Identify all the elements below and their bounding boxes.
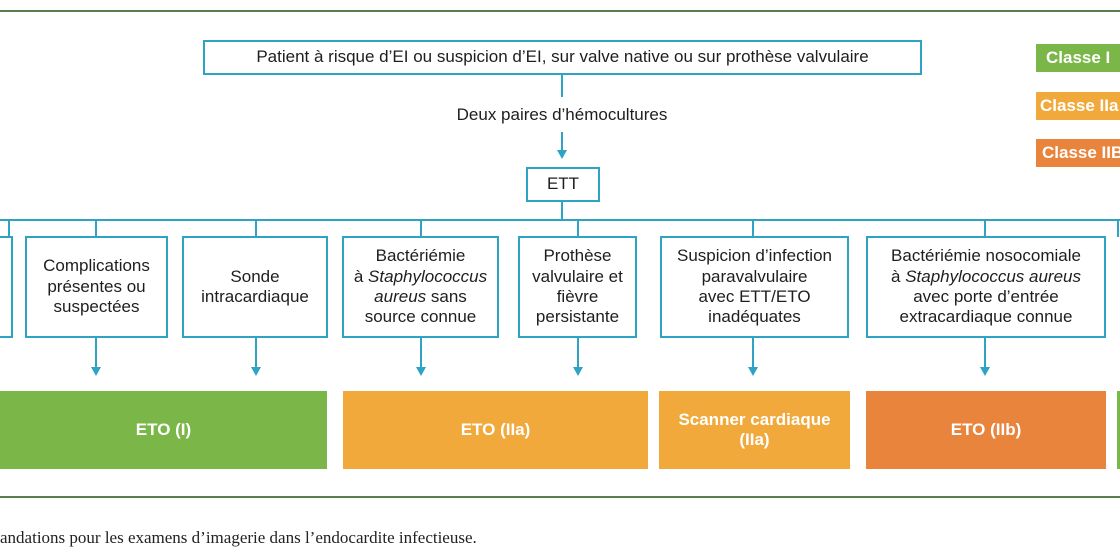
blood-culture-label: Deux paires d’hémocultures (456, 105, 668, 124)
ett-label: ETT (546, 174, 580, 194)
criteria-box-prosthesis: Prothèse valvulaire et fièvre persistant… (518, 236, 637, 338)
criteria-line: intracardiaque (201, 287, 309, 306)
criteria-line: Suspicion d’infection (677, 246, 832, 266)
criteria-box-complications: Complications présentes ou suspectées (25, 236, 168, 338)
criteria-line: avec ETT/ETO (698, 287, 811, 306)
result-label: Scanner cardiaque (678, 410, 831, 430)
criteria-line: Bactériémie (375, 246, 466, 266)
criteria-line: Complications (43, 256, 150, 276)
arrow-icon (91, 367, 101, 376)
connector (420, 219, 422, 237)
connector (255, 219, 257, 237)
ett-box: ETT (526, 167, 600, 202)
criteria-line: extracardiaque connue (899, 307, 1073, 327)
criteria-line: paravalvulaire (701, 266, 808, 286)
connector (95, 219, 97, 237)
arrow-icon (748, 367, 758, 376)
criteria-line: avec porte d’entrée (913, 287, 1059, 306)
arrow-icon (557, 150, 567, 159)
connector (577, 338, 579, 368)
connector (420, 338, 422, 368)
connector (8, 219, 10, 237)
result-eto-class-iib: ETO (IIb) (866, 391, 1106, 469)
connector (984, 219, 986, 237)
criteria-line: persistante (535, 307, 620, 327)
branch-line (0, 219, 1120, 221)
legend-label: Classe IIa (1040, 96, 1119, 115)
connector (255, 338, 257, 368)
criteria-line: valvulaire et (532, 266, 623, 286)
criteria-line: fièvre (556, 287, 599, 306)
connector (752, 219, 754, 237)
connector (1117, 219, 1119, 237)
figure-caption: andations pour les examens d’imagerie da… (0, 528, 477, 547)
criteria-line: Sonde (230, 266, 280, 286)
criteria-box-paravalvular: Suspicion d’infection paravalvulaire ave… (660, 236, 849, 338)
result-eto-class-iia: ETO (IIa) (343, 391, 648, 469)
legend-label: Classe IIB (1042, 143, 1120, 162)
arrow-icon (980, 367, 990, 376)
criteria-line: présentes ou (47, 276, 146, 296)
result-label: ETO (IIb) (950, 420, 1022, 440)
result-eto-class-i: ETO (I) (0, 391, 327, 469)
connector (984, 338, 986, 368)
result-scanner-class-iia: Scanner cardiaque (IIa) (659, 391, 850, 469)
patient-risk-box: Patient à risque d’EI ou suspicion d’EI,… (203, 40, 922, 75)
criteria-box-partial (0, 236, 13, 338)
criteria-line: Bactériémie nosocomiale (891, 246, 1081, 266)
legend-label: Classe I (1046, 48, 1111, 67)
arrow-icon (573, 367, 583, 376)
bottom-rule (0, 496, 1120, 498)
criteria-line: inadéquates (708, 307, 801, 327)
criteria-box-nosocomial: Bactériémie nosocomiale à Staphylococcus… (866, 236, 1106, 338)
criteria-box-staph-bacteremia: Bactériémie à Staphylococcus aureus sans… (342, 236, 499, 338)
connector (752, 338, 754, 368)
criteria-line: Prothèse (543, 246, 612, 266)
criteria-line: aureus sans (374, 287, 467, 306)
criteria-box-sonde: Sonde intracardiaque (182, 236, 328, 338)
arrow-icon (416, 367, 426, 376)
result-label: ETO (I) (135, 420, 192, 440)
connector (95, 338, 97, 368)
result-label: ETO (IIa) (460, 420, 531, 440)
connector (561, 202, 563, 220)
criteria-line: suspectées (53, 297, 140, 317)
arrow-icon (251, 367, 261, 376)
legend-class-i: Classe I (1036, 44, 1120, 72)
result-partial (1117, 391, 1120, 469)
legend-class-iia: Classe IIa (1036, 92, 1120, 120)
top-rule (0, 10, 1120, 12)
criteria-line: source connue (364, 307, 477, 327)
criteria-line: à Staphylococcus (353, 266, 488, 286)
legend-class-iib: Classe IIB (1036, 139, 1120, 167)
connector (561, 132, 563, 151)
connector (577, 219, 579, 237)
connector (561, 75, 563, 97)
patient-risk-label: Patient à risque d’EI ou suspicion d’EI,… (256, 47, 869, 67)
result-label: (IIa) (739, 430, 770, 449)
criteria-line: à Staphylococcus aureus (891, 266, 1081, 286)
